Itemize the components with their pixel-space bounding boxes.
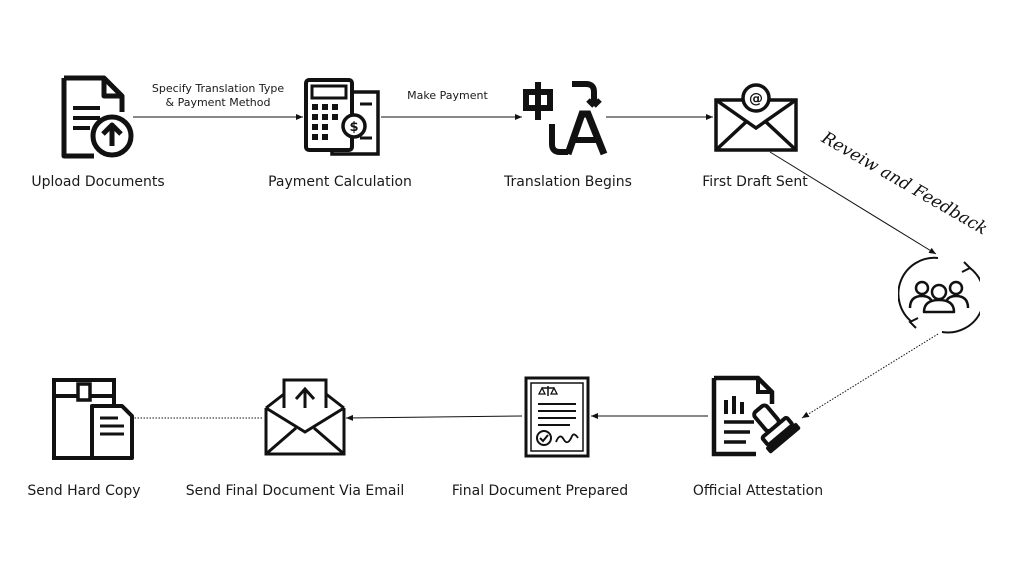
email-envelope-at-icon: @ xyxy=(712,82,800,154)
svg-text:$: $ xyxy=(349,120,358,135)
open-envelope-upload-icon xyxy=(262,374,348,460)
edge-label-specify-line2: & Payment Method xyxy=(165,96,271,109)
edge-label-make-payment: Make Payment xyxy=(407,89,488,102)
edge-review-to-attestation xyxy=(801,333,939,419)
chinese-to-latin-translation-icon xyxy=(522,78,608,158)
document-stamp-icon xyxy=(708,374,804,460)
svg-text:@: @ xyxy=(749,91,763,107)
edge-label-specify-line1: Specify Translation Type xyxy=(151,82,285,95)
step-label-final-prepared: Final Document Prepared xyxy=(451,483,629,499)
step-label-attestation: Official Attestation xyxy=(692,483,824,499)
edge-label-specify: Specify Translation Type & Payment Metho… xyxy=(148,82,288,110)
edge-draft-to-review xyxy=(769,151,937,255)
step-label-send-email: Send Final Document Via Email xyxy=(185,483,405,499)
calculator-invoice-icon: $ xyxy=(302,76,384,160)
step-label-first-draft: First Draft Sent xyxy=(702,174,808,190)
step-label-payment-calc: Payment Calculation xyxy=(268,174,412,190)
step-label-upload: Upload Documents xyxy=(31,174,165,190)
step-label-translation: Translation Begins xyxy=(504,174,632,190)
step-label-hard-copy: Send Hard Copy xyxy=(27,483,141,499)
edge-final-to-email xyxy=(345,414,523,421)
certificate-document-icon xyxy=(522,374,592,460)
document-upload-icon xyxy=(60,74,136,160)
team-cycle-icon[interactable] xyxy=(898,254,980,336)
package-document-icon xyxy=(50,376,138,462)
